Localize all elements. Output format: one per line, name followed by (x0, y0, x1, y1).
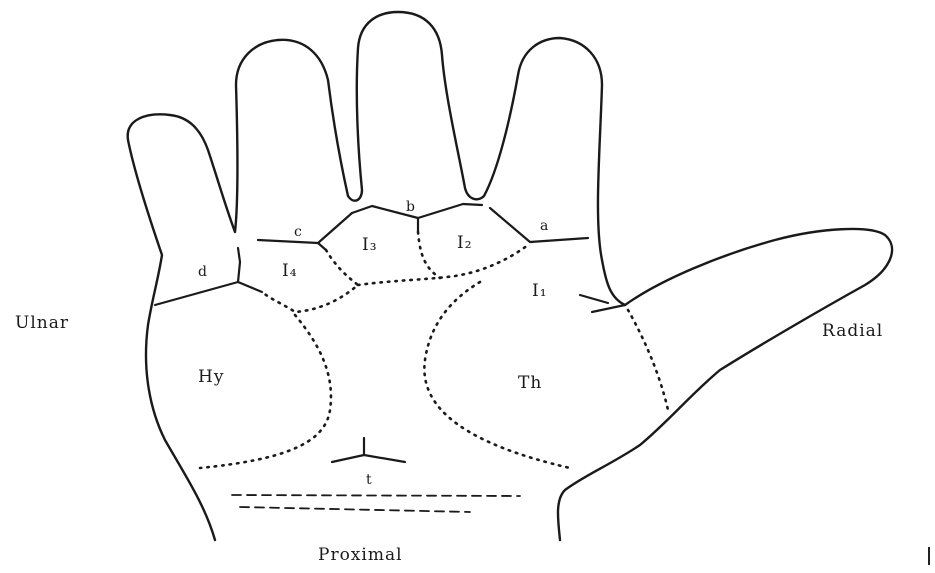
interdigital-i1-label: I₁ (532, 281, 548, 301)
crease-c-stub (318, 243, 326, 250)
boundary-i4 (262, 250, 358, 312)
triradius-c-label: c (294, 224, 302, 240)
hand-outline (128, 12, 892, 540)
triradius-t-label: t (366, 472, 372, 488)
triradius-b-label: b (406, 199, 415, 215)
hypothenar-label: Hy (198, 367, 224, 387)
interdigital-i3-label: I₃ (362, 235, 378, 255)
boundary-thenar (424, 282, 570, 468)
crease-d (238, 248, 240, 282)
interdigital-i4-label: I₄ (282, 261, 298, 281)
boundary-radial (628, 310, 668, 410)
interdigital-i2-label: I₂ (457, 233, 473, 253)
triradius-d-label: d (198, 264, 207, 280)
thenar-label: Th (518, 373, 542, 393)
crease-radial-1 (580, 295, 608, 303)
boundary-i2 (358, 245, 528, 285)
crease-radial-2 (592, 305, 625, 312)
boundary-i3-i2 (418, 232, 440, 278)
triradius-a-label: a (540, 218, 548, 234)
crease-ulnar-line (155, 282, 262, 305)
boundary-hypothenar (200, 315, 331, 468)
edge-mark (928, 547, 930, 565)
wrist-crease-1 (232, 495, 520, 496)
ulnar-label: Ulnar (15, 313, 69, 333)
wrist-crease-2 (240, 507, 470, 512)
crease-c (258, 213, 352, 243)
proximal-label: Proximal (318, 545, 403, 565)
radial-label: Radial (822, 321, 883, 341)
axial-triradius (332, 438, 405, 462)
crease-b (352, 204, 482, 218)
crease-a (490, 208, 588, 242)
